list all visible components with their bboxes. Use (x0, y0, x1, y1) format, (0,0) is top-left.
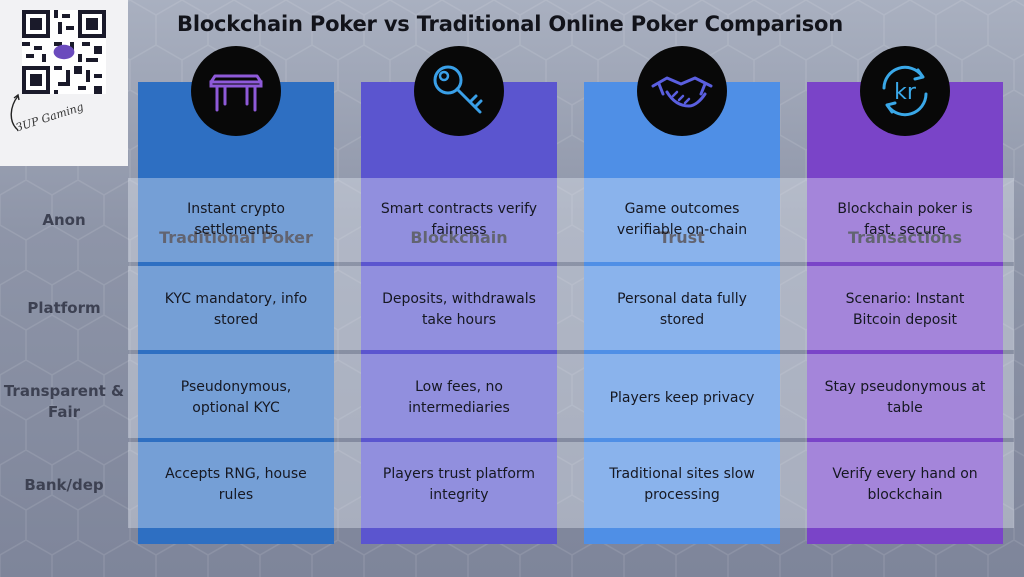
column-blockchain: Blockchain (361, 46, 557, 544)
column-trust: Trust (584, 46, 780, 544)
table-cell: Verify every hand on blockchain (832, 466, 978, 503)
table-cell: Traditional sites slow processing (609, 466, 755, 503)
row-label: Platform (27, 298, 101, 317)
table-cell: Instant crypto settlements (187, 201, 285, 238)
table-cell: Players trust platform integrity (382, 466, 536, 503)
table-cell: Pseudonymous, optional KYC (180, 379, 292, 416)
row-label: Transparent & Fair (3, 382, 125, 421)
svg-text:kr: kr (894, 80, 917, 105)
column-transactions: kr Transactions (807, 46, 1003, 544)
table-cell: Deposits, withdrawals take hours (382, 291, 536, 328)
handshake-icon (637, 46, 727, 136)
table-cell: KYC mandatory, info stored (164, 291, 308, 328)
table-icon (191, 46, 281, 136)
row-label: Anon (42, 210, 86, 229)
column-header: Trust (659, 228, 705, 247)
table-cell: Accepts RNG, house rules (165, 466, 307, 503)
krone-exchange-icon: kr (860, 46, 950, 136)
logo-panel: 3UP Gaming (0, 0, 128, 166)
curved-arrow-icon (10, 93, 20, 131)
row-label: Bank/dep (24, 475, 104, 494)
qr-code[interactable] (22, 10, 106, 94)
column-header: Transactions (847, 228, 963, 247)
table-cell: Stay pseudonymous at table (824, 379, 986, 416)
table-cell: Blockchain poker is fast, secure (837, 201, 973, 238)
table-cell: Players keep privacy (609, 389, 755, 406)
column-traditional-poker: Traditional Poker (138, 46, 334, 544)
table-cell: Smart contracts verify fairness (380, 201, 538, 238)
row-band (128, 178, 1014, 262)
table-cell: Personal data fully stored (617, 291, 747, 328)
table-cell: Scenario: Instant Bitcoin deposit (845, 291, 965, 328)
key-icon (414, 46, 504, 136)
table-cell: Low fees, no intermediaries (408, 379, 510, 416)
row-band (128, 354, 1014, 438)
column-header: Traditional Poker (159, 228, 313, 247)
table-cell: Game outcomes verifiable on-chain (616, 201, 748, 238)
page-title: Blockchain Poker vs Traditional Online P… (177, 12, 843, 36)
row-band (128, 442, 1014, 528)
column-header: Blockchain (410, 228, 508, 247)
row-band (128, 266, 1014, 350)
